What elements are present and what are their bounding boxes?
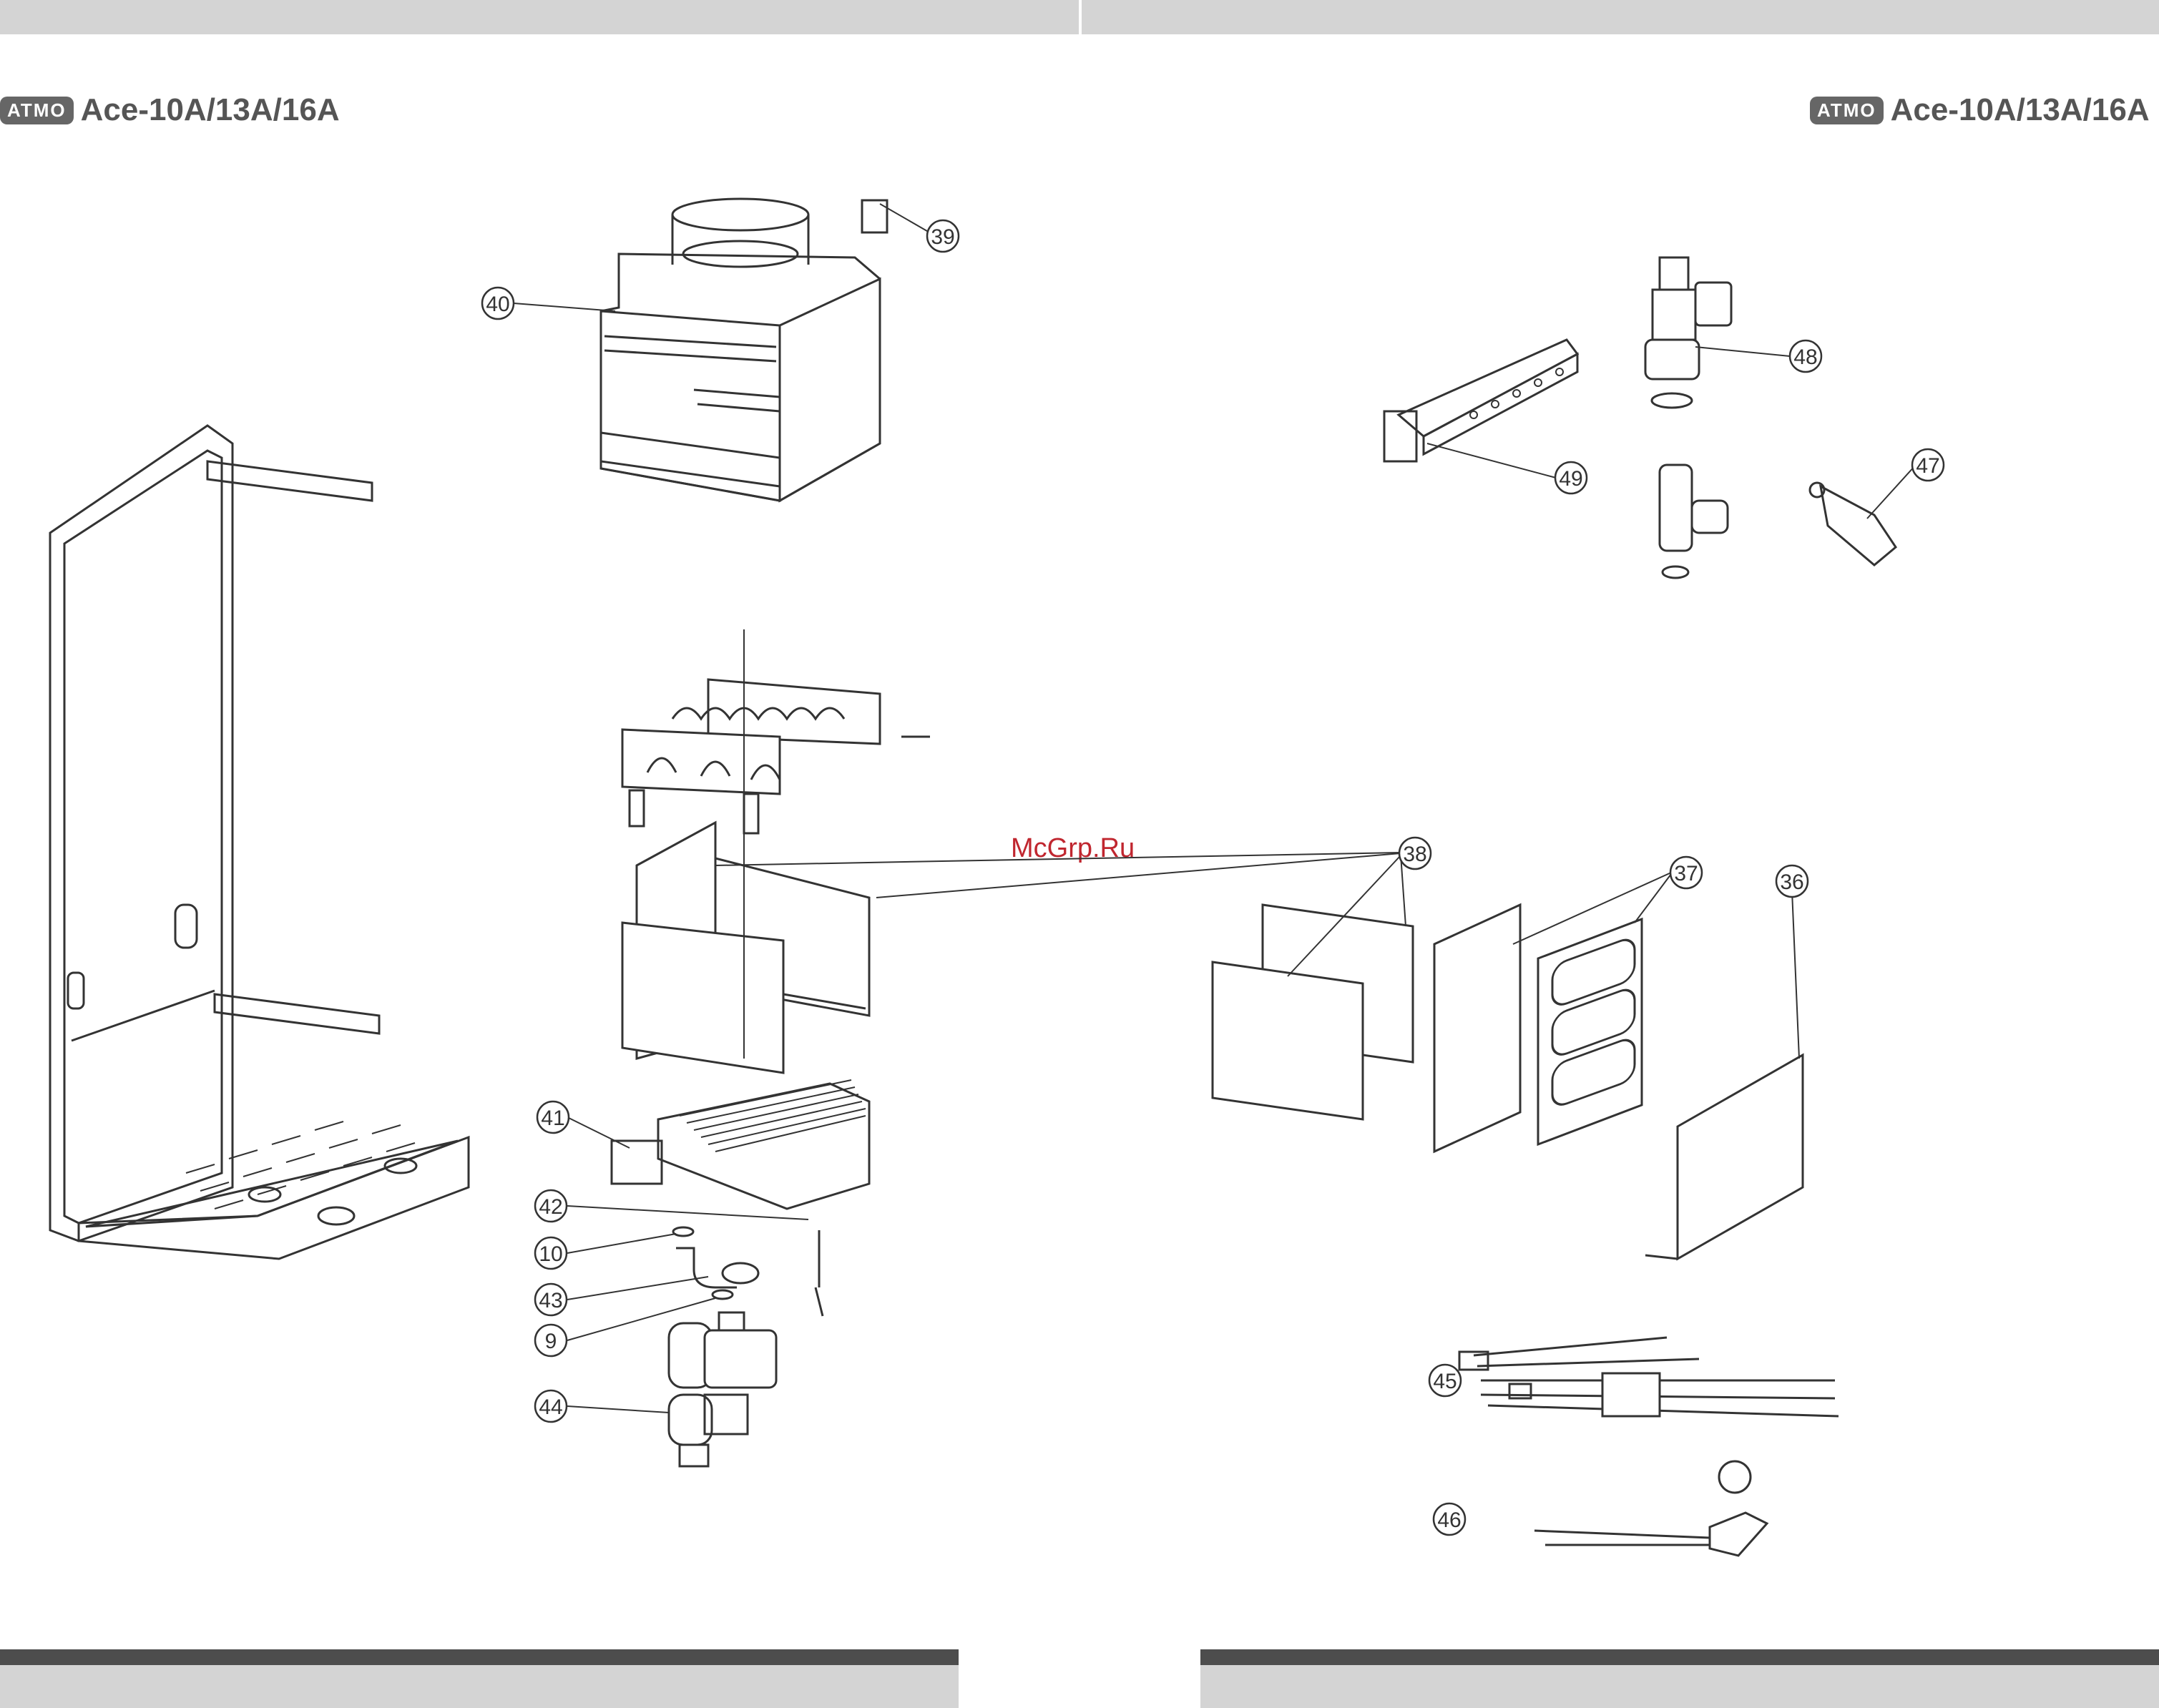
gas-manifold — [1384, 340, 1577, 461]
svg-text:43: 43 — [539, 1289, 562, 1312]
svg-text:40: 40 — [486, 293, 509, 316]
burner — [612, 1080, 869, 1209]
tee-fitting — [1660, 465, 1728, 578]
svg-text:41: 41 — [541, 1106, 564, 1130]
heat-exchanger — [622, 679, 930, 833]
callout-44: 44 — [535, 1390, 567, 1422]
temperature-sensor — [1810, 483, 1896, 565]
power-cord — [1534, 1461, 1767, 1556]
callout-37: 37 — [1670, 857, 1702, 888]
callout-46: 46 — [1434, 1503, 1465, 1535]
callout-38: 38 — [1399, 838, 1431, 869]
callout-40: 40 — [482, 288, 514, 319]
svg-text:48: 48 — [1793, 345, 1817, 369]
callout-36: 36 — [1776, 865, 1808, 897]
callout-10: 10 — [535, 1237, 567, 1269]
svg-text:39: 39 — [931, 225, 954, 249]
flue-hood — [601, 199, 887, 501]
svg-text:42: 42 — [539, 1195, 562, 1219]
svg-text:49: 49 — [1559, 467, 1582, 491]
svg-text:36: 36 — [1780, 870, 1803, 894]
callout-48: 48 — [1790, 340, 1821, 372]
callout-39: 39 — [927, 220, 959, 252]
svg-text:38: 38 — [1403, 843, 1426, 866]
svg-text:37: 37 — [1674, 862, 1698, 885]
callout-45: 45 — [1429, 1365, 1461, 1396]
insulation-panels — [1213, 905, 1413, 1119]
svg-text:47: 47 — [1916, 454, 1939, 478]
callout-49: 49 — [1555, 462, 1587, 494]
water-valve — [1645, 257, 1731, 408]
boiler-frame — [50, 426, 469, 1259]
svg-text:10: 10 — [539, 1242, 562, 1266]
gas-valve-assembly — [669, 1227, 823, 1466]
front-insulation — [1434, 905, 1642, 1152]
wiring-harness — [1459, 1338, 1839, 1416]
front-cover — [1645, 1055, 1803, 1259]
callout-47: 47 — [1912, 449, 1944, 481]
svg-text:45: 45 — [1433, 1370, 1457, 1393]
svg-text:9: 9 — [545, 1330, 557, 1353]
callout-43: 43 — [535, 1284, 567, 1315]
svg-text:46: 46 — [1437, 1508, 1461, 1532]
callout-9: 9 — [535, 1325, 567, 1356]
callout-41: 41 — [537, 1101, 569, 1133]
svg-text:44: 44 — [539, 1395, 562, 1419]
callout-42: 42 — [535, 1190, 567, 1222]
